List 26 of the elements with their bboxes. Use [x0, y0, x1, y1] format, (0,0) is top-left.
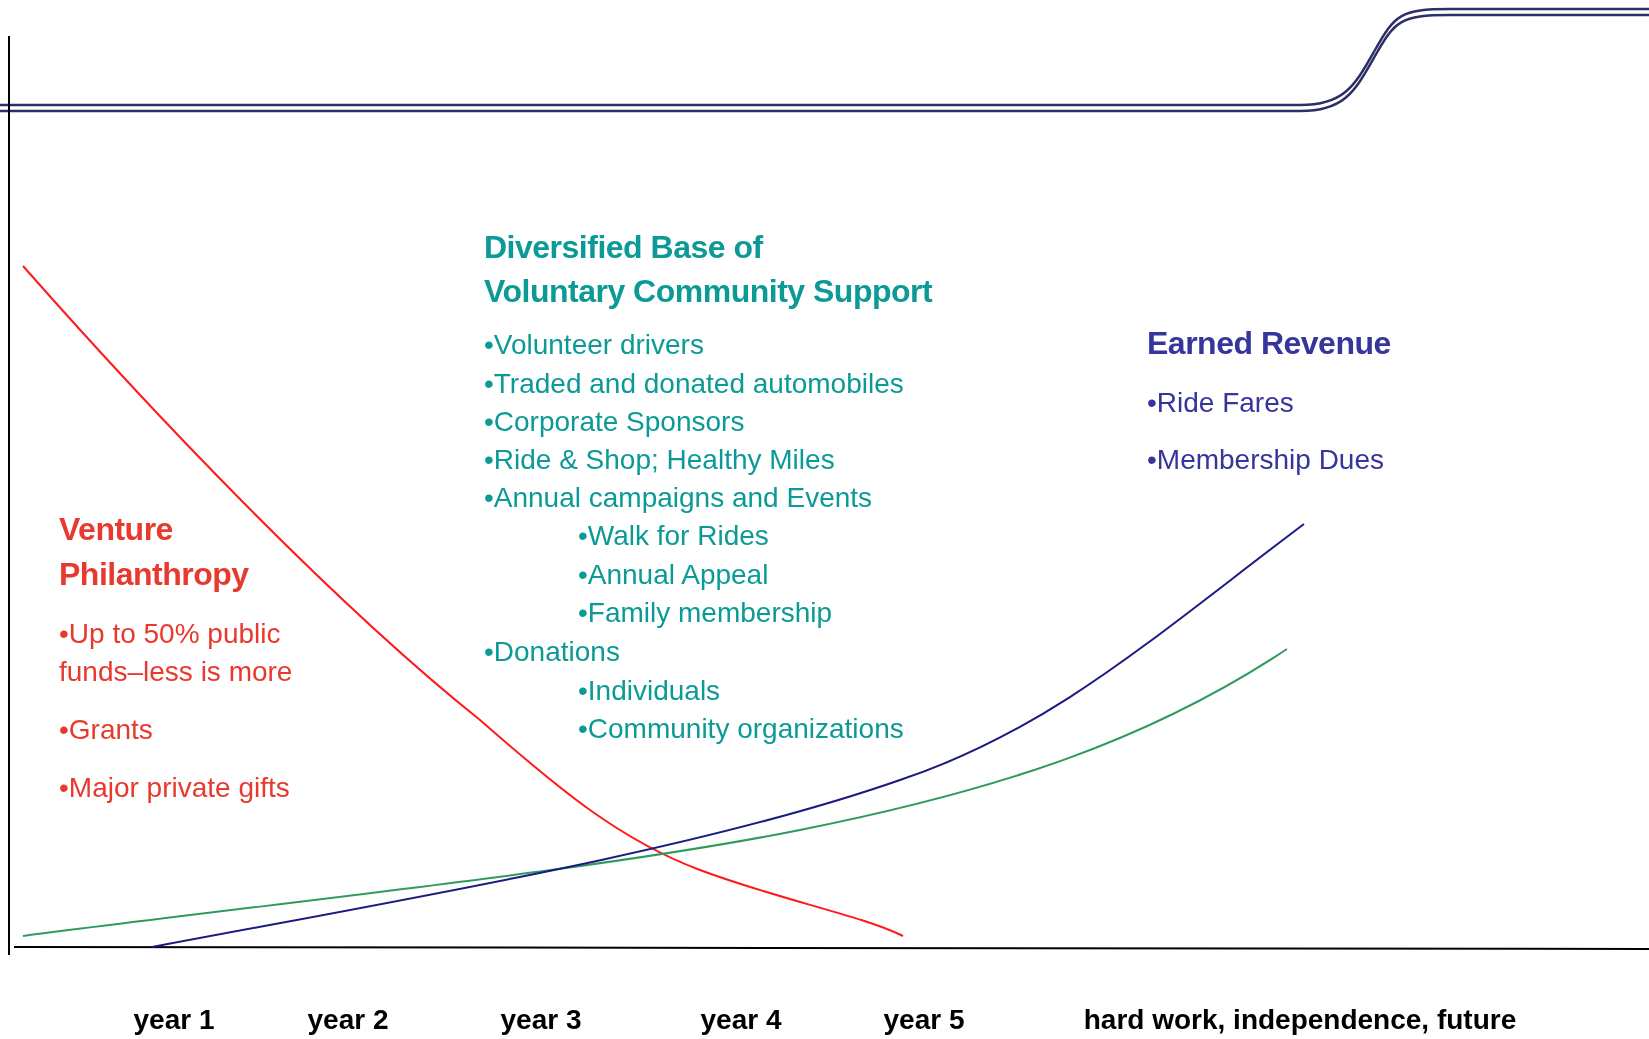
axis-label: hard work, independence, future	[1083, 1003, 1517, 1037]
bullet-item: •Major private gifts	[59, 771, 290, 805]
bullet-item: •Grants	[59, 713, 153, 747]
bullet-item: •Annual campaigns and Events	[484, 481, 873, 515]
bullet-item: •Family membership	[578, 596, 833, 630]
axis-label: year 3	[500, 1003, 582, 1037]
bullet-item: •Donations	[484, 635, 620, 669]
bullet-item: •Community organizations	[578, 712, 904, 746]
bullet-item: •Up to 50% public funds–less is more	[59, 617, 294, 689]
axis-label: year 5	[883, 1003, 965, 1037]
bullet-item: •Ride Fares	[1147, 386, 1294, 420]
bullet-item: •Annual Appeal	[578, 558, 769, 592]
bullet-item: •Walk for Rides	[578, 519, 769, 553]
bullet-item: •Corporate Sponsors	[484, 405, 745, 439]
bullet-item: •Traded and donated automobiles	[484, 367, 904, 401]
bullet-item: •Volunteer drivers	[484, 328, 704, 362]
bullet-item: •Individuals	[578, 674, 721, 708]
heading: Venture Philanthropy	[59, 509, 250, 594]
heading: Earned Revenue	[1147, 324, 1391, 362]
axis-label: year 4	[700, 1003, 782, 1037]
heading: Diversified Base of	[484, 228, 763, 266]
bullet-item: •Membership Dues	[1147, 443, 1384, 477]
heading: Voluntary Community Support	[484, 272, 933, 310]
axis-label: year 1	[133, 1003, 215, 1037]
axis-label: year 2	[307, 1003, 389, 1037]
bullet-item: •Ride & Shop; Healthy Miles	[484, 443, 835, 477]
